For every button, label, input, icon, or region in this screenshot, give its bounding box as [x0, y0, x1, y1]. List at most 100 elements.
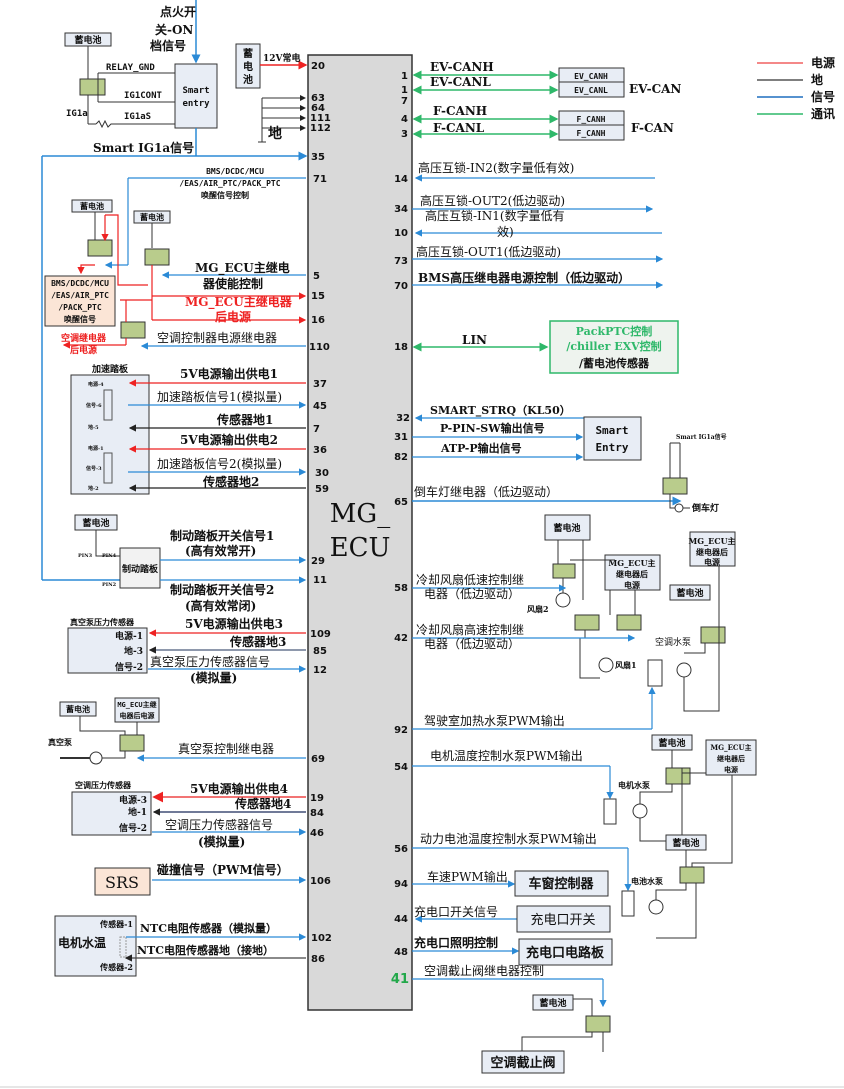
v5-4-label: 5V电源输出供电4 [190, 781, 288, 796]
mg-relay-enable-2: 器使能控制 [202, 276, 263, 291]
charge-switch-box [516, 905, 611, 933]
legend-comm: 通讯 [811, 106, 835, 121]
component-box [552, 563, 576, 579]
ac-sensor-box [71, 791, 152, 836]
component-box [679, 866, 705, 884]
label: BMS/DCDC/MCU [206, 167, 264, 176]
label: 35 [311, 152, 325, 163]
component-box [103, 389, 113, 421]
label: 倒车灯 [691, 502, 719, 514]
label: 蓄电池 [539, 997, 566, 1009]
smart-entry-box-2 [583, 416, 642, 461]
label: SRS [105, 873, 139, 892]
smart-ig1a-label: Smart IG1a信号 [93, 140, 194, 155]
ac-valve-box [481, 1050, 565, 1074]
vac-relay-label: 真空泵控制继电器 [178, 742, 274, 756]
label: (模拟量) [198, 834, 245, 849]
label: EV_CANH [574, 72, 608, 81]
hv-in2-label: 高压互锁-IN2(数字量低有效) [418, 160, 574, 175]
wire [79, 716, 126, 735]
crash-label: 碰撞信号（PWM信号） [156, 862, 289, 877]
label: 蓄电池 [80, 201, 104, 211]
label: 电器（低边驱动） [424, 637, 520, 651]
wire [95, 119, 175, 129]
accel-sig1-label: 加速踏板信号1(模拟量) [157, 390, 282, 404]
label: 31 [394, 432, 408, 443]
ecu-right-pins: 1 1 7 4 3 14 34 10 73 70 18 32 31 82 65 … [391, 71, 410, 987]
motor-pump-pwm-label: 电机温度控制水泵PWM输出 [430, 748, 583, 763]
label: 池 [243, 73, 253, 86]
label: 63 [311, 93, 325, 104]
label: 蓄电池 [672, 837, 699, 849]
v5-2-label: 5V电源输出供电2 [180, 432, 278, 447]
label: 32 [396, 413, 410, 424]
label: 后电源 [70, 344, 97, 356]
bms-relay-label: BMS高压继电器电源控制（低边驱动） [418, 270, 630, 285]
label: 15 [311, 291, 325, 302]
relay-gnd-label: RELAY_GND [106, 63, 155, 73]
label: 电器后电源 [120, 711, 155, 720]
ig1a-label: IG1a [66, 109, 88, 119]
vac-sensor-box [67, 627, 148, 674]
label: 7 [313, 424, 320, 435]
label: 85 [313, 646, 327, 657]
hv-out2-label: 高压互锁-OUT2(低边驱动) [420, 193, 565, 208]
label: 3 [401, 129, 408, 140]
label: 唤醒信号 [64, 314, 96, 324]
label: 112 [310, 123, 331, 134]
label: Smart [182, 86, 209, 96]
label: 电源 [624, 580, 640, 590]
component-box [558, 81, 625, 98]
component-box [103, 452, 113, 484]
relay-ac-valve [585, 1015, 611, 1033]
component-box [532, 994, 574, 1011]
label: 110 [309, 342, 330, 353]
label: 54 [394, 762, 408, 773]
motor-temp-label: 电机水温 [58, 935, 106, 950]
component-box [700, 626, 726, 644]
label: PackPTC控制 [576, 324, 653, 338]
component-box [544, 514, 591, 541]
ignition-label-1: 点火开 [160, 4, 196, 19]
motor-temp-box [54, 915, 137, 977]
motor-icon [89, 751, 103, 765]
label: 蓄 [243, 47, 253, 60]
label: 109 [310, 629, 331, 640]
ignition-label-3: 档信号 [150, 38, 186, 53]
label: 11 [313, 575, 327, 586]
label: 20 [311, 61, 325, 72]
component-box [574, 614, 600, 631]
smart-strq-label: SMART_STRQ（KL50） [430, 404, 571, 418]
f-can-label: F-CAN [631, 121, 674, 135]
legend: 电源 地 信号 通讯 [757, 55, 835, 121]
label: 69 [311, 754, 325, 765]
label: 继电器后 [717, 754, 745, 763]
label: 传感器-1 [99, 919, 133, 929]
label: 传感器-2 [99, 962, 133, 972]
label: Smart IG1a信号 [676, 433, 727, 441]
v12-label: 12V常电 [263, 52, 301, 64]
relay-ig1a [79, 78, 106, 96]
sensor-gnd1-label: 传感器地1 [216, 412, 273, 427]
batt-pump-pwm-label: 动力电池温度控制水泵PWM输出 [420, 831, 597, 846]
group [258, 95, 306, 143]
motor-icon [632, 803, 648, 819]
smart-entry-box [174, 63, 218, 129]
label: /PACK_PTC [58, 303, 102, 312]
motor-icon [676, 662, 692, 678]
ecu-title-1: MG_ [330, 499, 390, 529]
label: /EAS/AIR_PTC/PACK_PTC [179, 179, 280, 188]
wire [521, 998, 604, 1052]
label: 蓄电池 [66, 704, 90, 714]
label: 56 [394, 844, 408, 855]
label: 45 [313, 401, 327, 412]
component-box [119, 936, 127, 958]
label: 34 [394, 204, 408, 215]
label: 地-2 [88, 485, 99, 492]
component-box [604, 554, 661, 591]
label: 84 [310, 808, 324, 819]
label: 地-3 [124, 645, 143, 657]
label: 41 [391, 972, 409, 987]
fcanl-label: F-CANL [433, 121, 485, 135]
motor-icon [555, 592, 571, 608]
